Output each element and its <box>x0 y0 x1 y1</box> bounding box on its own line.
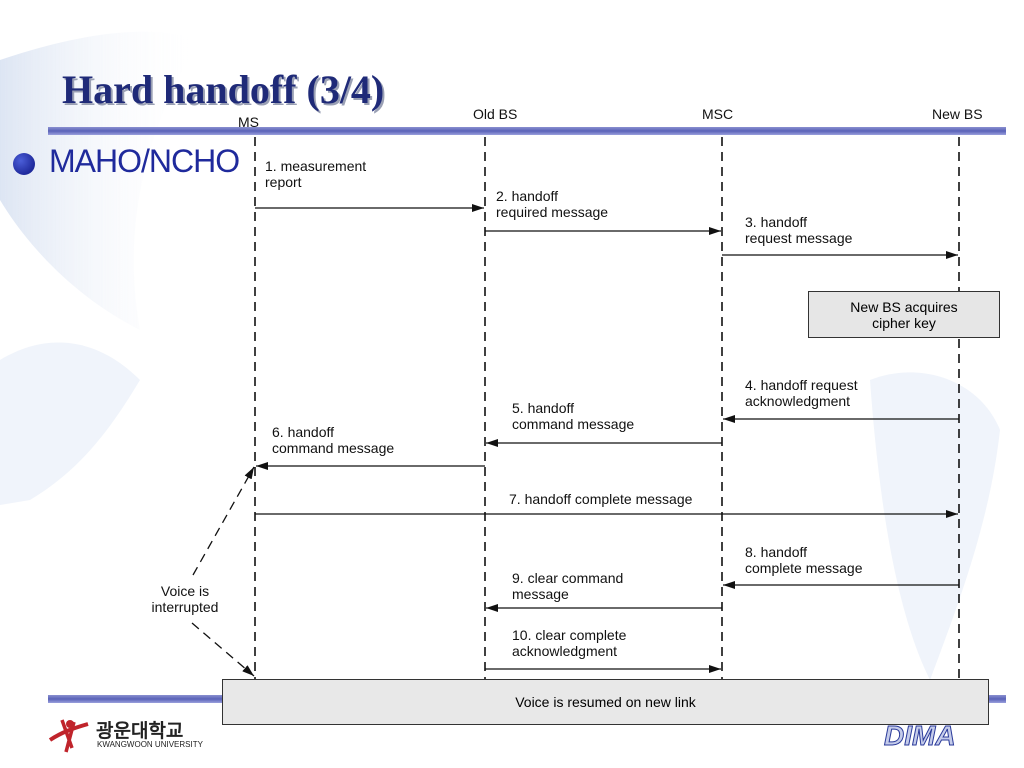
message-7-label: 7. handoff complete message <box>509 491 693 507</box>
bullet-text: MAHO/NCHO <box>49 143 240 179</box>
header-bar <box>48 127 1006 135</box>
slide-title: Hard handoff (3/4) <box>62 67 385 112</box>
entity-old-bs: Old BS <box>473 106 518 122</box>
entity-msc: MSC <box>702 106 734 122</box>
entity-new-bs: New BS <box>932 106 983 122</box>
interrupt-arrow-down <box>191 622 255 677</box>
background-swoosh <box>0 31 1000 680</box>
university-name-korean: 광운대학교 <box>96 721 184 742</box>
dima-brand: DIMA <box>884 720 957 752</box>
university-logo-icon <box>48 719 89 753</box>
entity-ms: MS <box>238 114 259 130</box>
university-name-english: KWANGWOON UNIVERSITY <box>97 740 203 749</box>
bullet-icon <box>13 153 35 175</box>
voice-resumed-box: Voice is resumed on new link <box>222 679 989 725</box>
interrupt-arrow-up <box>192 466 255 576</box>
